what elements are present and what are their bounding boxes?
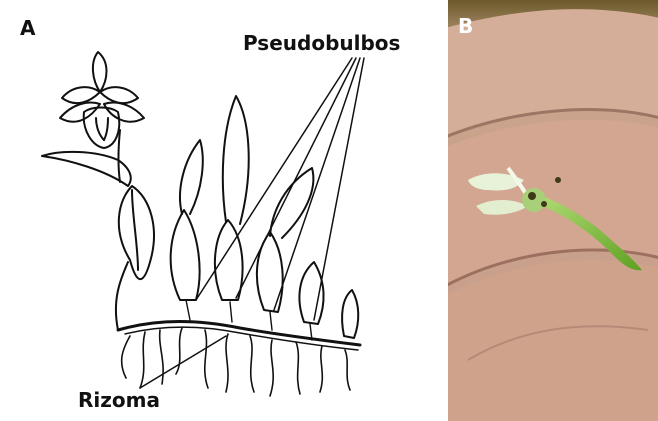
panel-b: B	[448, 0, 658, 421]
pseudobulb-6	[342, 290, 358, 338]
orchid-drawing-icon	[0, 0, 444, 421]
panel-letter-a: A	[20, 18, 35, 38]
pseudobulbs-leaders	[196, 58, 364, 320]
leaf-1	[42, 152, 131, 186]
pseudobulb-5	[299, 262, 323, 324]
rhizome-leader	[140, 336, 226, 388]
pseudobulb-3	[215, 220, 243, 300]
finger-3	[448, 260, 658, 421]
rhizome-label: Rizoma	[78, 390, 160, 410]
pseudobulb-4	[257, 232, 283, 312]
panel-a: A Pseudobulbos Rizoma	[0, 0, 444, 421]
pseudobulb-1	[119, 186, 154, 279]
flower	[60, 52, 144, 148]
panel-letter-b: B	[458, 16, 473, 36]
pseudobulbs-label: Pseudobulbos	[243, 33, 400, 53]
orchid-photo-icon	[448, 0, 658, 421]
pseudobulb-2	[171, 210, 200, 300]
